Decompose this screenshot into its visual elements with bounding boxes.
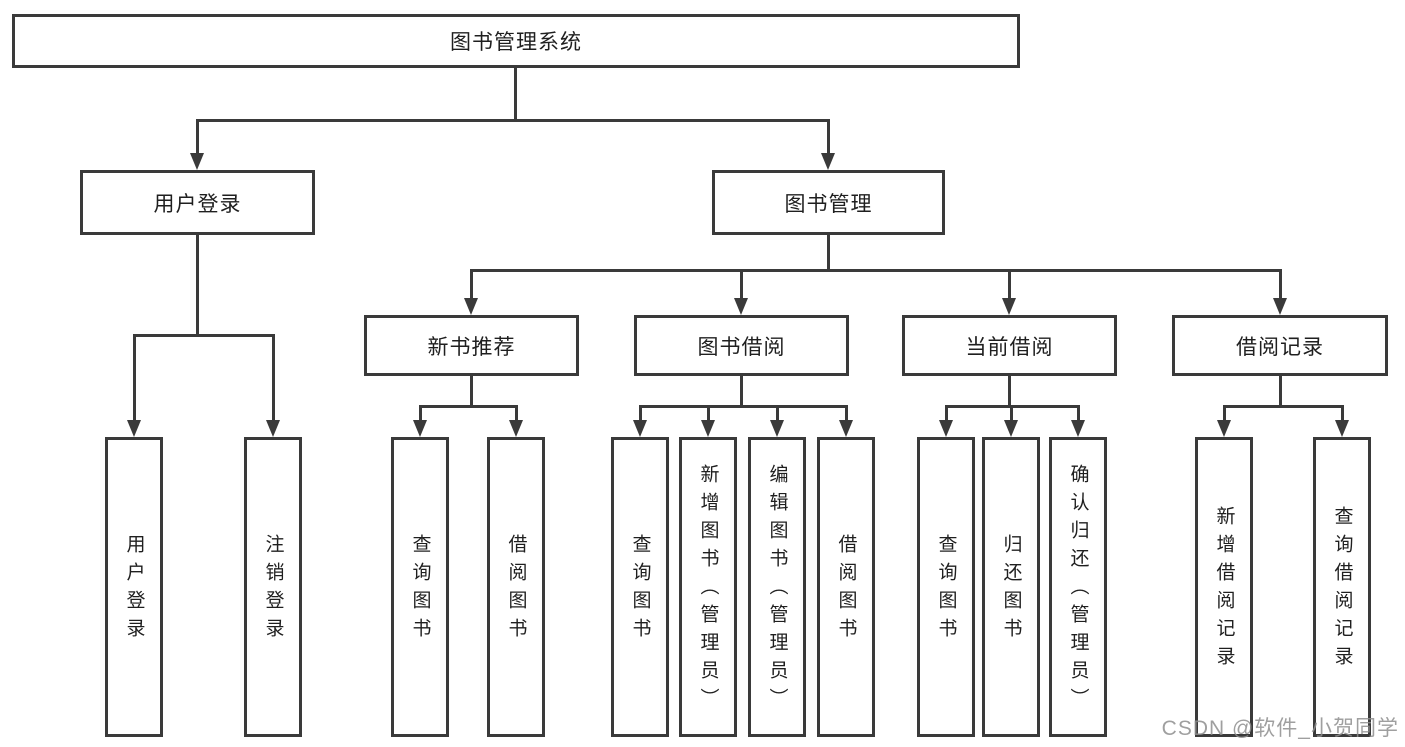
leaf-query-borrow-record: 查询借阅记录	[1313, 437, 1371, 737]
connector-user-login-stem	[196, 235, 199, 337]
connector-drop-br-add	[1223, 405, 1226, 421]
connector-drop-leaf-logout	[272, 334, 275, 421]
connector-book-borrow-stem	[740, 376, 743, 408]
arrowhead-cb-query	[939, 420, 953, 437]
node-library-management-system: 图书管理系统	[12, 14, 1020, 68]
leaf-query-books-current: 查询图书	[917, 437, 975, 737]
node-book-management: 图书管理	[712, 170, 945, 235]
connector-drop-book-management	[827, 119, 830, 155]
connector-book-management-stem	[827, 235, 830, 272]
connector-drop-bb-query	[639, 405, 642, 421]
leaf-add-book-admin: 新增图书（管理员）	[679, 437, 737, 737]
arrowhead-new-books	[464, 298, 478, 315]
leaf-logout: 注销登录	[244, 437, 302, 737]
leaf-borrow-books-recommend: 借阅图书	[487, 437, 545, 737]
connector-current-borrow-stem	[1008, 376, 1011, 408]
node-new-book-recommend: 新书推荐	[364, 315, 579, 376]
arrowhead-bb-borrow	[839, 420, 853, 437]
connector-drop-user-login	[196, 119, 199, 155]
arrowhead-borrow-records	[1273, 298, 1287, 315]
connector-root-stem	[514, 68, 517, 122]
arrowhead-bb-add	[701, 420, 715, 437]
connector-drop-leaf-user-login	[133, 334, 136, 421]
node-current-borrow: 当前借阅	[902, 315, 1117, 376]
arrowhead-leaf-user-login	[127, 420, 141, 437]
connector-drop-cb-query	[945, 405, 948, 421]
connector-borrow-records-stem	[1279, 376, 1282, 408]
connector-book-borrow-split	[639, 405, 848, 408]
arrowhead-cb-confirm	[1071, 420, 1085, 437]
connector-drop-nb-query	[419, 405, 422, 421]
arrowhead-book-management	[821, 153, 835, 170]
connector-drop-bb-borrow	[845, 405, 848, 421]
connector-new-books-stem	[470, 376, 473, 408]
arrowhead-bb-query	[633, 420, 647, 437]
connector-drop-book-borrow	[740, 269, 743, 300]
connector-drop-cb-return	[1010, 405, 1013, 421]
leaf-add-borrow-record: 新增借阅记录	[1195, 437, 1253, 737]
arrowhead-cb-return	[1004, 420, 1018, 437]
connector-drop-br-query	[1341, 405, 1344, 421]
connector-drop-bb-add	[707, 405, 710, 421]
leaf-confirm-return-admin: 确认归还（管理员）	[1049, 437, 1107, 737]
node-user-login: 用户登录	[80, 170, 315, 235]
connector-user-login-split	[133, 334, 275, 337]
connector-drop-cb-confirm	[1077, 405, 1080, 421]
leaf-query-books-recommend: 查询图书	[391, 437, 449, 737]
node-book-borrow: 图书借阅	[634, 315, 849, 376]
node-borrow-records: 借阅记录	[1172, 315, 1388, 376]
connector-new-books-split	[419, 405, 518, 408]
leaf-return-book: 归还图书	[982, 437, 1040, 737]
arrowhead-nb-query	[413, 420, 427, 437]
arrowhead-br-query	[1335, 420, 1349, 437]
arrowhead-nb-borrow	[509, 420, 523, 437]
connector-drop-current-borrow	[1008, 269, 1011, 300]
leaf-query-books-borrow: 查询图书	[611, 437, 669, 737]
arrowhead-user-login	[190, 153, 204, 170]
arrowhead-bb-edit	[770, 420, 784, 437]
leaf-edit-book-admin: 编辑图书（管理员）	[748, 437, 806, 737]
arrowhead-leaf-logout	[266, 420, 280, 437]
connector-book-management-split	[470, 269, 1282, 272]
csdn-watermark: CSDN @软件_小贺同学	[1161, 717, 1399, 740]
leaf-user-login: 用户登录	[105, 437, 163, 737]
connector-drop-borrow-records	[1279, 269, 1282, 300]
leaf-borrow-books: 借阅图书	[817, 437, 875, 737]
arrowhead-current-borrow	[1002, 298, 1016, 315]
arrowhead-br-add	[1217, 420, 1231, 437]
arrowhead-book-borrow	[734, 298, 748, 315]
connector-drop-bb-edit	[776, 405, 779, 421]
connector-drop-nb-borrow	[515, 405, 518, 421]
connector-borrow-records-split	[1223, 405, 1344, 408]
connector-drop-new-books	[470, 269, 473, 300]
connector-root-split	[196, 119, 830, 122]
